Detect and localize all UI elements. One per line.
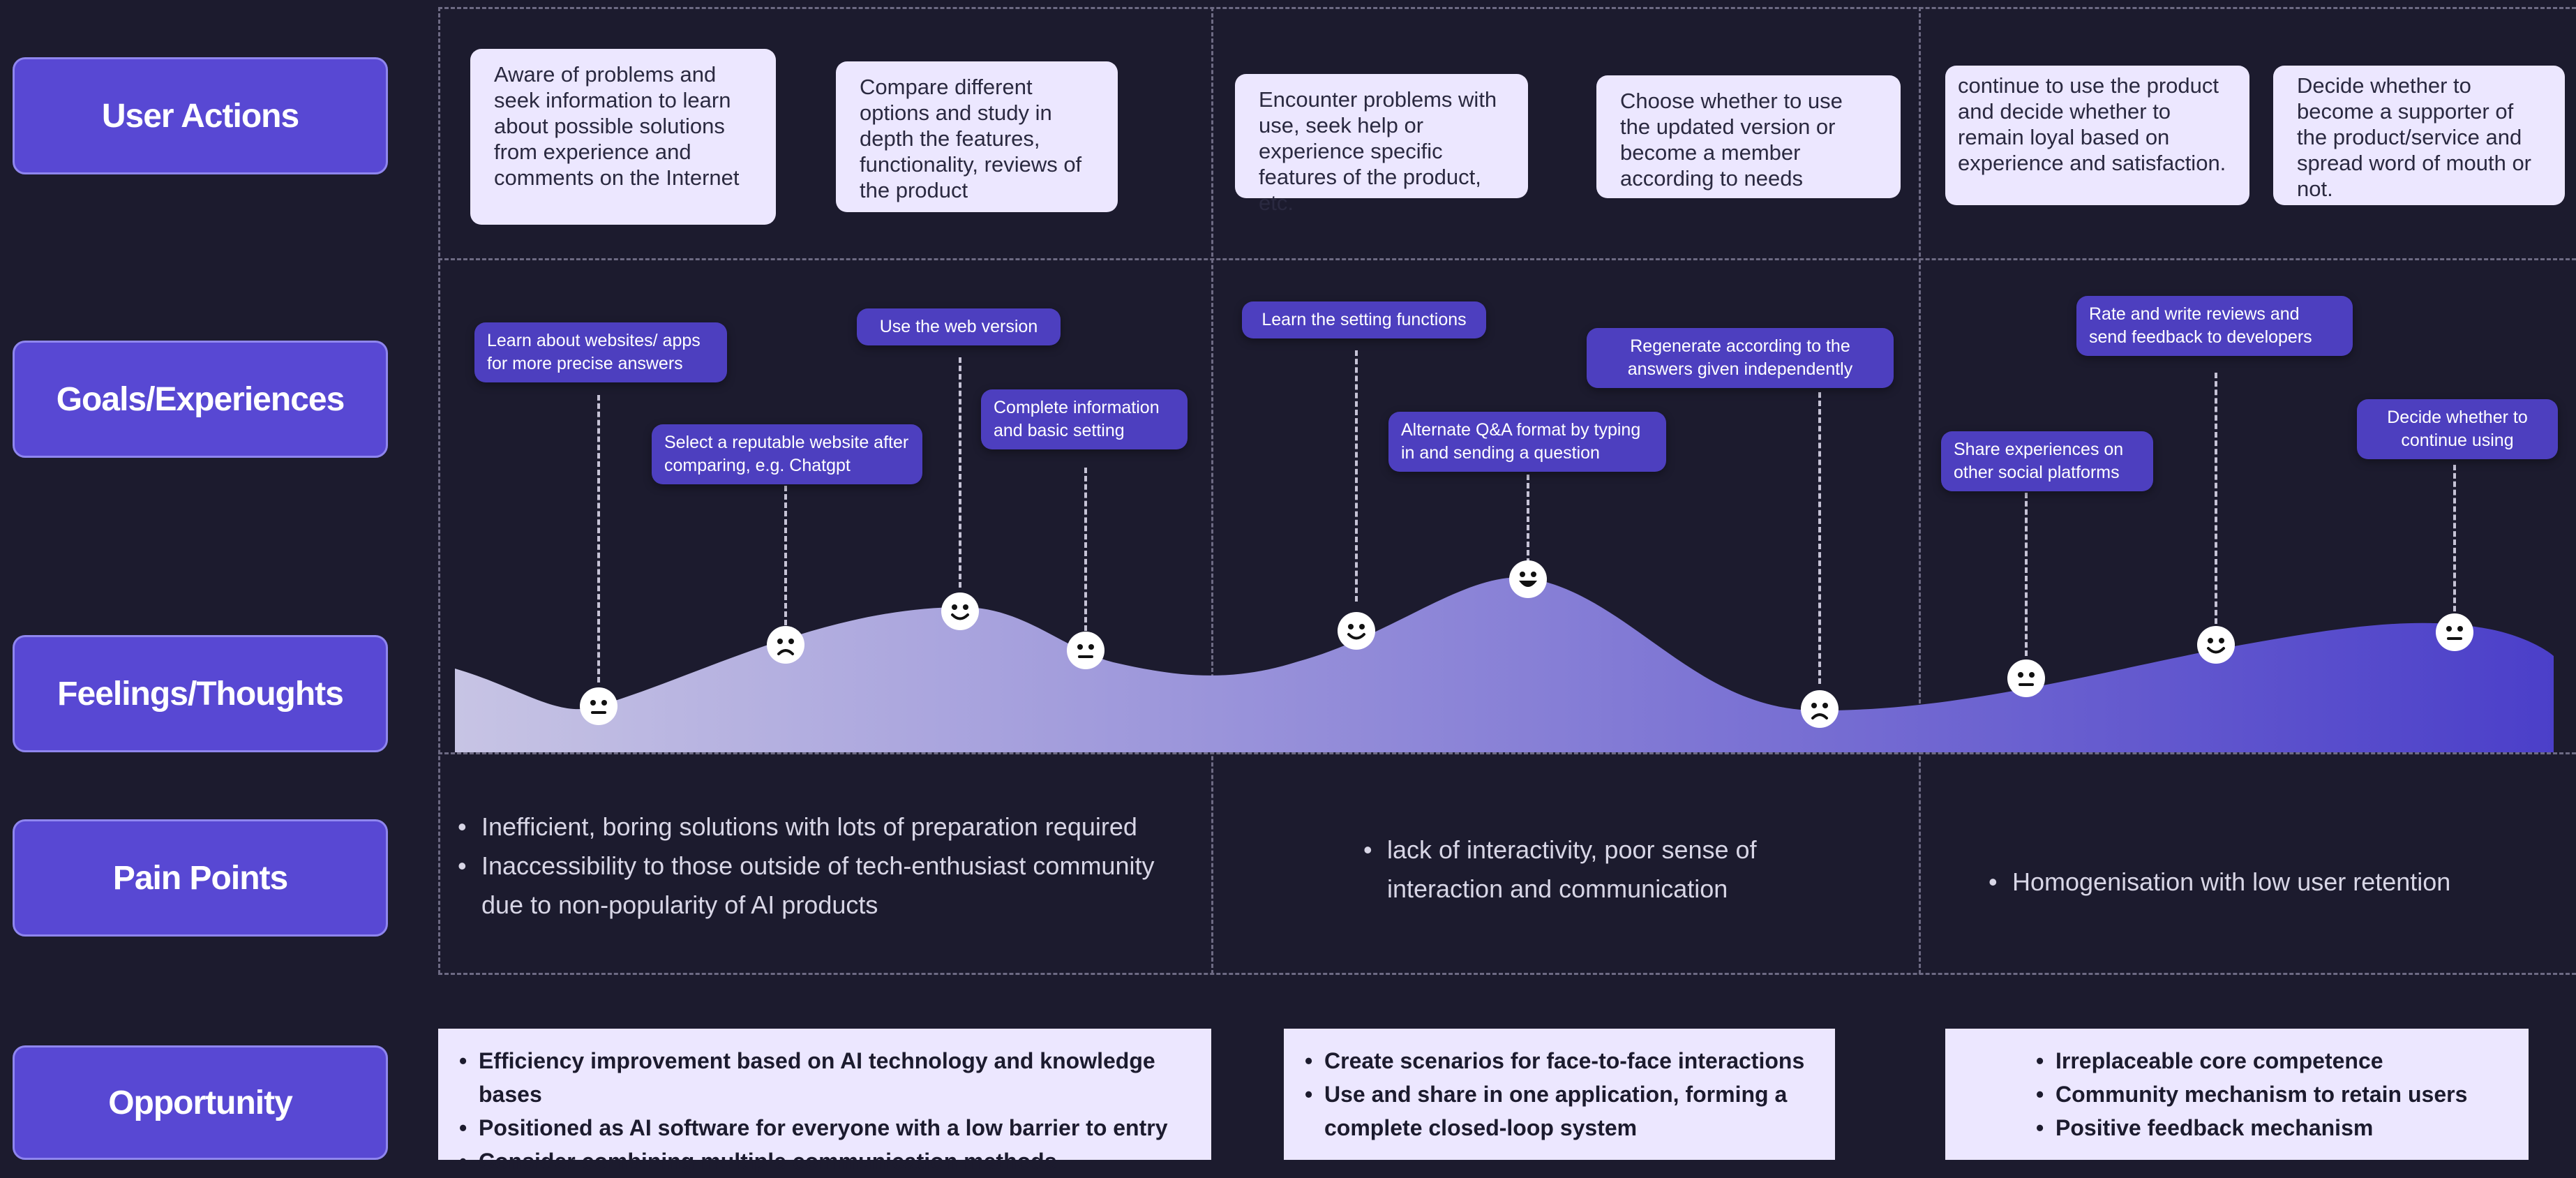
sad-face-icon xyxy=(1801,690,1839,728)
pain-points-stage-3: Homogenisation with low user retention xyxy=(1989,863,2547,902)
action-card: Aware of problems and seek information t… xyxy=(470,49,776,225)
goal-bubble: Decide whether to continue using xyxy=(2357,399,2558,459)
opportunity-item: Create scenarios for face-to-face intera… xyxy=(1305,1044,1814,1078)
sad-face-icon xyxy=(767,626,804,664)
action-card: Compare different options and study in d… xyxy=(836,61,1118,212)
neutral-face-icon xyxy=(1067,632,1104,669)
goal-bubble: Use the web version xyxy=(857,308,1061,345)
row-label-goals-experiences: Goals/Experiences xyxy=(13,341,388,458)
connector-line xyxy=(959,357,961,588)
happy-face-icon xyxy=(1509,560,1547,598)
emotion-area xyxy=(455,577,2554,752)
connector-line xyxy=(784,469,787,625)
opportunity-item: Community mechanism to retain users xyxy=(2036,1078,2508,1111)
opportunity-item: Consider combining multiple communicatio… xyxy=(459,1145,1190,1178)
connector-line xyxy=(2215,373,2217,624)
neutral-face-icon xyxy=(2007,659,2045,697)
row-label-user-actions: User Actions xyxy=(13,57,388,174)
connector-line xyxy=(597,395,600,683)
smile-face-icon xyxy=(2197,626,2235,664)
grid-line-stage-1 xyxy=(1211,7,1213,974)
pain-point-item: lack of interactivity, poor sense of int… xyxy=(1363,830,1789,909)
grid-line-stage-2 xyxy=(1919,7,1921,974)
action-card: Encounter problems with use, seek help o… xyxy=(1235,74,1528,215)
pain-points-stage-1: Inefficient, boring solutions with lots … xyxy=(458,807,1162,925)
opportunity-stage-2: Create scenarios for face-to-face intera… xyxy=(1284,1029,1835,1160)
neutral-face-icon xyxy=(2436,613,2473,651)
pain-point-item: Inaccessibility to those outside of tech… xyxy=(458,847,1162,925)
row-label-pain-points: Pain Points xyxy=(13,819,388,937)
connector-line xyxy=(1355,350,1358,602)
goal-bubble: Complete information and basic setting xyxy=(981,389,1188,449)
row-label-feelings-thoughts: Feelings/Thoughts xyxy=(13,635,388,752)
grid-line-left xyxy=(438,7,440,974)
pain-point-item: Homogenisation with low user retention xyxy=(1989,863,2547,902)
grid-line-feelings-bottom xyxy=(438,752,2576,754)
grid-line-top xyxy=(438,7,2576,9)
opportunity-item: Positive feedback mechanism xyxy=(2036,1111,2508,1145)
action-card: Choose whether to use the updated versio… xyxy=(1596,75,1901,198)
connector-line xyxy=(1527,475,1529,564)
goal-bubble: Select a reputable website after compari… xyxy=(652,424,922,484)
grid-line-actions-bottom xyxy=(438,258,2576,260)
row-label-opportunity: Opportunity xyxy=(13,1045,388,1160)
smile-face-icon xyxy=(1338,612,1375,650)
neutral-face-icon xyxy=(580,687,617,725)
goal-bubble: Learn the setting functions xyxy=(1242,301,1486,338)
pain-points-stage-2: lack of interactivity, poor sense of int… xyxy=(1363,830,1789,909)
smile-face-icon xyxy=(941,592,979,630)
opportunity-stage-3: Irreplaceable core competence Community … xyxy=(1945,1029,2529,1160)
connector-line xyxy=(2025,493,2028,656)
goal-bubble: Share experiences on other social platfo… xyxy=(1941,431,2153,491)
opportunity-item: Positioned as AI software for everyone w… xyxy=(459,1111,1190,1145)
goal-bubble: Rate and write reviews and send feedback… xyxy=(2076,296,2353,356)
opportunity-item: Irreplaceable core competence xyxy=(2036,1044,2508,1078)
opportunity-item: Use and share in one application, formin… xyxy=(1305,1078,1814,1145)
connector-line xyxy=(2453,465,2456,620)
opportunity-item: Efficiency improvement based on AI techn… xyxy=(459,1044,1190,1111)
connector-line xyxy=(1818,392,1821,684)
grid-line-pain-bottom xyxy=(438,973,2576,975)
opportunity-stage-1: Efficiency improvement based on AI techn… xyxy=(438,1029,1211,1178)
goal-bubble: Learn about websites/ apps for more prec… xyxy=(474,322,727,382)
goal-bubble: Regenerate according to the answers give… xyxy=(1587,328,1894,388)
pain-point-item: Inefficient, boring solutions with lots … xyxy=(458,807,1162,847)
action-card: continue to use the product and decide w… xyxy=(1945,66,2249,205)
goal-bubble: Alternate Q&A format by typing in and se… xyxy=(1388,412,1666,472)
connector-line xyxy=(1084,468,1087,631)
action-card: Decide whether to become a supporter of … xyxy=(2273,66,2565,205)
